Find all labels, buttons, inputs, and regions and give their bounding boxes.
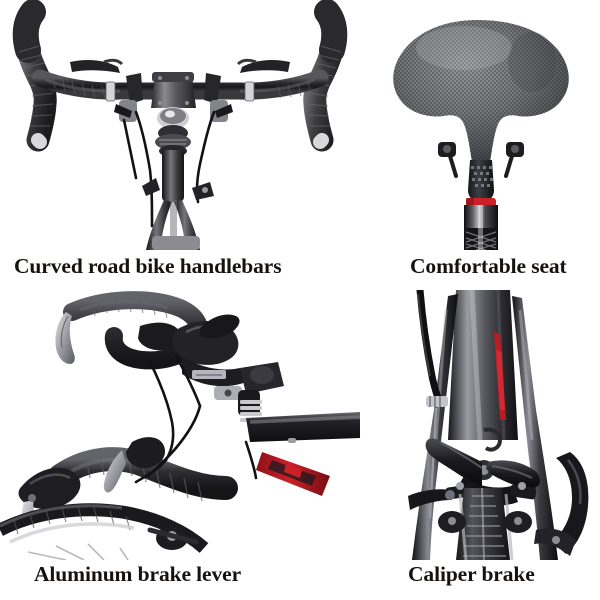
panel-lever[interactable]: Aluminum brake lever bbox=[0, 290, 360, 600]
brake-levers bbox=[70, 58, 290, 73]
photo-handlebars bbox=[0, 0, 360, 250]
fender bbox=[552, 452, 589, 554]
shifter-cluster bbox=[172, 314, 246, 400]
headset-bell bbox=[155, 107, 191, 157]
caliper-brake-illustration bbox=[360, 290, 600, 560]
shifter-pods bbox=[114, 73, 233, 122]
caption-brake-lever: Aluminum brake lever bbox=[34, 562, 242, 586]
carbon-weave bbox=[465, 228, 497, 250]
top-tube bbox=[246, 412, 360, 443]
fork-blade-right bbox=[512, 296, 558, 560]
lower-hardware bbox=[147, 526, 199, 550]
photo-caliper bbox=[360, 290, 600, 560]
handlebars-illustration bbox=[0, 0, 360, 250]
photo-lever bbox=[0, 290, 360, 560]
caption-seat: Comfortable seat bbox=[410, 254, 567, 278]
drivetrain-hint bbox=[534, 528, 576, 556]
fork-red-stripe bbox=[494, 332, 506, 420]
front-hardware bbox=[142, 178, 214, 200]
fork-crown bbox=[448, 290, 518, 441]
seatpost bbox=[464, 205, 498, 250]
brake-lever-illustration bbox=[0, 290, 360, 560]
fork-logo bbox=[483, 427, 503, 452]
tire bbox=[456, 487, 510, 560]
caption-caliper-brake: Caliper brake bbox=[408, 562, 535, 586]
stem-spacers bbox=[238, 362, 284, 422]
quick-release-lever bbox=[408, 489, 455, 510]
brake-cable bbox=[416, 290, 448, 519]
panel-handlebars[interactable]: Curved road bike handlebars bbox=[0, 0, 360, 290]
secondary-lever bbox=[103, 437, 166, 493]
saddle-nose bbox=[468, 160, 494, 202]
panel-caliper[interactable]: Caliper brake bbox=[360, 290, 600, 600]
hub-hardware bbox=[438, 511, 532, 533]
caption-handlebars: Curved road bike handlebars bbox=[14, 254, 282, 278]
cables bbox=[134, 354, 258, 484]
photo-seat bbox=[360, 0, 600, 250]
panel-seat[interactable]: Comfortable seat bbox=[360, 0, 600, 290]
saddle-illustration bbox=[360, 0, 600, 250]
stem bbox=[151, 72, 196, 108]
saddle-body bbox=[393, 20, 569, 162]
frame-red-graphics bbox=[256, 452, 330, 496]
saddle-clamp bbox=[438, 142, 524, 178]
